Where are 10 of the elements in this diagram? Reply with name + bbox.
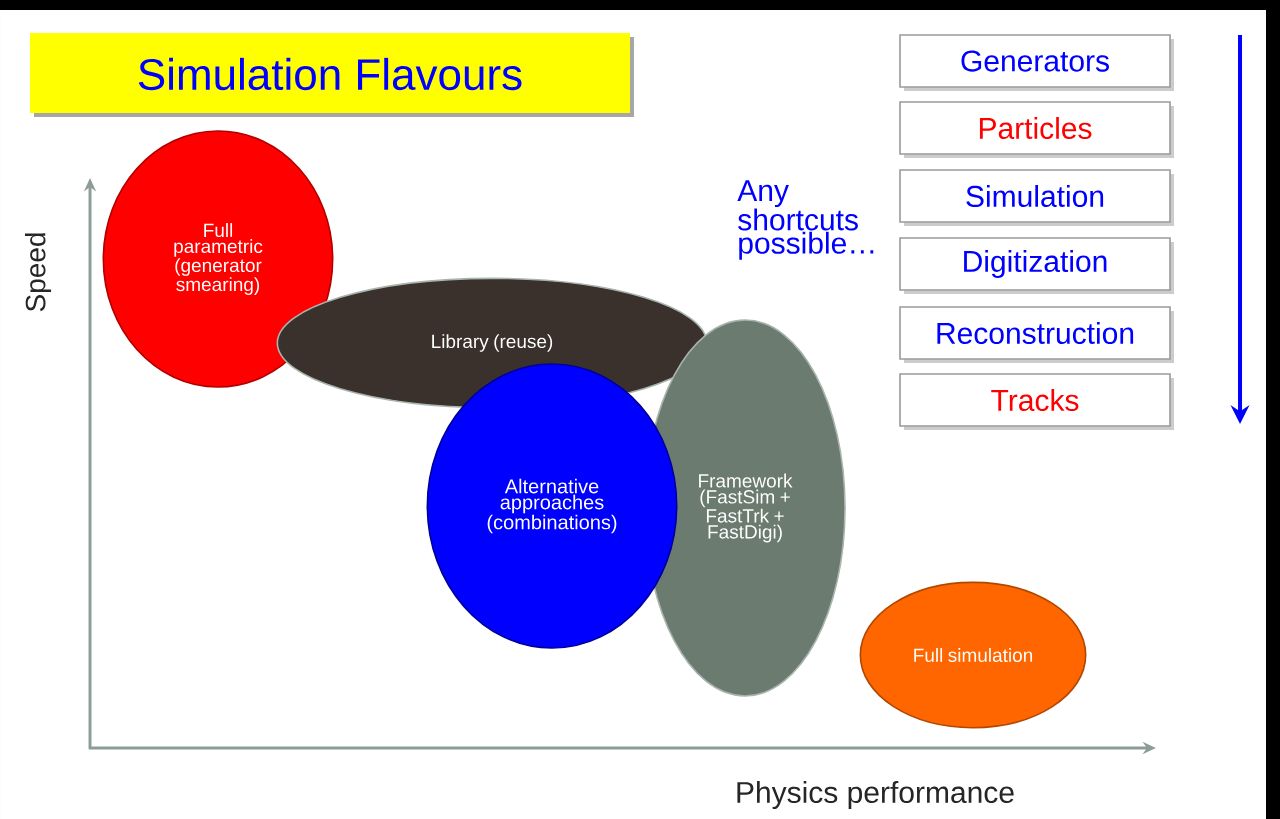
stage-box: Tracks [899,373,1174,430]
note-text: Any shortcuts possible… [737,180,874,260]
axis-label: Physics performance [737,781,1014,809]
title-banner: Simulation Flavours [30,33,634,117]
stage-box: Generators [899,34,1174,91]
stage-box: Reconstruction [899,306,1174,363]
stage-box: Simulation [899,169,1174,226]
stage-box: Digitization [899,237,1174,294]
axis-label: Speed [24,233,52,312]
stage-box: Particles [899,101,1174,158]
